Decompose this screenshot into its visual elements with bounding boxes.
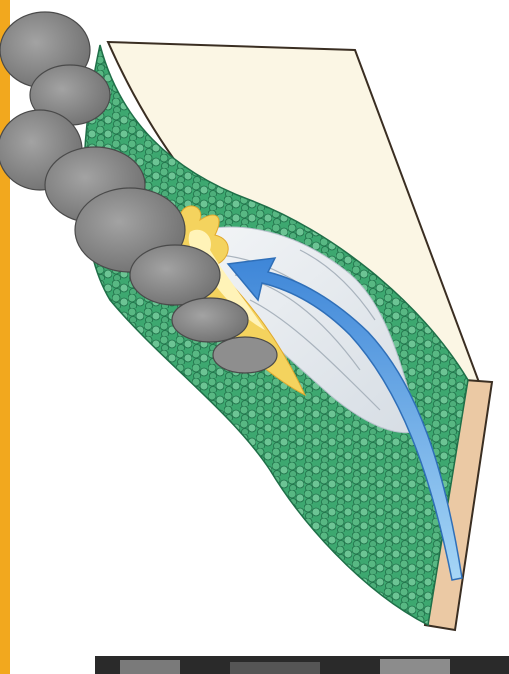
photo-strip bbox=[95, 656, 509, 674]
page-border bbox=[0, 0, 10, 674]
